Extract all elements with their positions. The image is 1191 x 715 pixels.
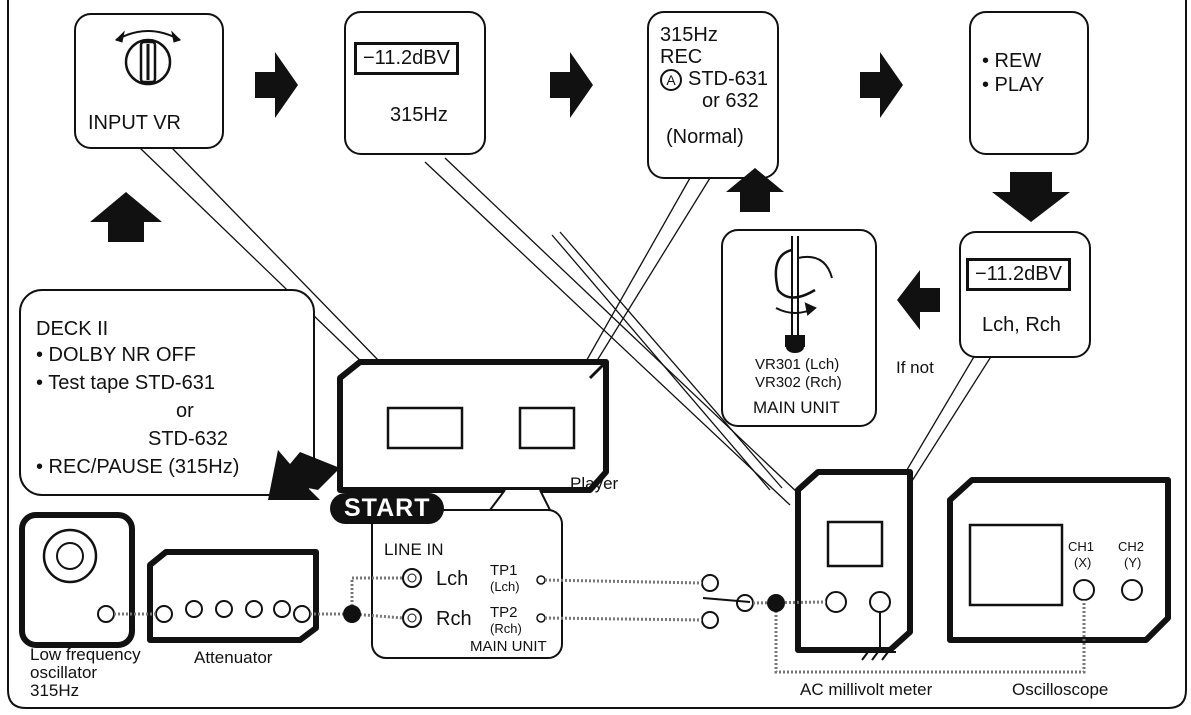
rec-symbol-icon: A [660, 68, 682, 91]
leader-lines [139, 147, 993, 506]
arrow-up-rec [726, 168, 784, 212]
player-label: Player [570, 474, 619, 493]
junction-dot [767, 594, 785, 612]
oscilloscope-device [947, 477, 1171, 643]
rec-line4: or 632 [702, 90, 759, 112]
arrow-down [992, 172, 1070, 222]
if-not-label: If not [896, 358, 934, 377]
attenuator-label: Attenuator [194, 648, 273, 667]
millivolt-label: AC millivolt meter [800, 680, 933, 699]
line-in-label: LINE IN [384, 540, 444, 559]
oscillator-device [19, 512, 135, 648]
ch2-sub: (Y) [1124, 555, 1142, 570]
rec-line3-row: A STD-631 [660, 68, 768, 91]
level-readout: −11.2dBV [354, 42, 459, 75]
tp2-sub: (Rch) [490, 621, 522, 636]
switch-terminals [701, 574, 754, 629]
input-vr-label: INPUT VR [88, 112, 181, 134]
rch-label: Rch [436, 608, 472, 630]
freq-label: 315Hz [390, 104, 448, 126]
ch2-label: CH2 [1118, 539, 1145, 554]
outer-frame [7, 0, 1187, 709]
adjust-main-unit: MAIN UNIT [753, 398, 840, 417]
line-in-jacks [402, 568, 546, 628]
attenuator-device [147, 549, 319, 643]
ch1-sub: (X) [1074, 555, 1092, 570]
start-badge: START [330, 493, 445, 524]
junction-dot [343, 605, 361, 623]
oscillator-line3: 315Hz [30, 681, 80, 700]
arrow-left [897, 270, 940, 330]
callout-play [969, 11, 1089, 155]
oscillator-line2: oscillator [30, 663, 98, 682]
tp1-label: TP1 [490, 562, 518, 579]
arrow-right-1 [255, 52, 298, 118]
callout-level [344, 11, 486, 155]
deck-line3: • Test tape STD-631 [36, 372, 215, 394]
check-readout: −11.2dBV [966, 258, 1071, 291]
ground-icon [861, 612, 896, 661]
check-channels: Lch, Rch [982, 314, 1061, 336]
callout-rec [647, 11, 779, 179]
arrow-right-2 [550, 52, 593, 118]
callout-check [959, 231, 1091, 358]
play-label: • PLAY [982, 74, 1045, 96]
rec-line3: STD-631 [688, 68, 769, 90]
tp2-label: TP2 [490, 604, 518, 621]
deck-line5: STD-632 [148, 428, 229, 450]
tp1-sub: (Lch) [490, 579, 520, 594]
ch1-label: CH1 [1068, 539, 1095, 554]
arrow-up-left [90, 192, 162, 242]
player-device [337, 359, 609, 493]
vr302-label: VR302 (Rch) [755, 374, 842, 391]
rec-line1: 315Hz [660, 24, 718, 46]
rew-label: • REW [982, 50, 1042, 72]
lch-label: Lch [436, 568, 469, 590]
deck-line4: or [176, 400, 194, 422]
arrow-right-3 [860, 52, 903, 118]
flow-arrows [90, 52, 1070, 500]
panel-main-unit: MAIN UNIT [470, 638, 547, 655]
oscillator-line1: Low frequency [30, 645, 141, 664]
rec-line2: REC [660, 46, 703, 68]
deck-line1: DECK II [36, 318, 109, 340]
deck-line6: • REC/PAUSE (315Hz) [36, 456, 240, 478]
arrow-diagonal [268, 450, 340, 500]
deck-line2: • DOLBY NR OFF [36, 344, 196, 366]
rec-line5: (Normal) [666, 126, 744, 148]
vr301-label: VR301 (Lch) [755, 356, 840, 373]
input-vr-knob-icon [115, 30, 181, 86]
callout-deck-setup [19, 289, 315, 496]
oscilloscope-label: Oscilloscope [1012, 680, 1109, 699]
screwdriver-adjust-icon [774, 236, 833, 353]
millivolt-meter-device [795, 469, 913, 653]
